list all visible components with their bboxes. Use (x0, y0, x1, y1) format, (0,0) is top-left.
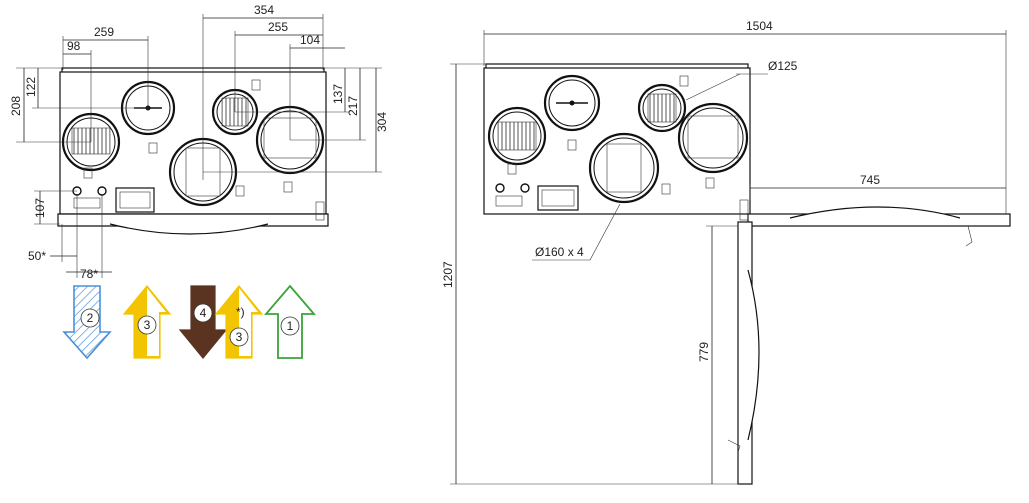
arrow-2-exhaust: 2 (62, 285, 112, 360)
dim-304: 304 (375, 112, 389, 132)
dim-50: 50* (28, 249, 46, 263)
dim-779: 779 (697, 342, 711, 362)
right-port-2 (543, 74, 601, 132)
arrow-3b-label: 3 (236, 330, 243, 344)
left-handle (109, 223, 269, 235)
dim-104: 104 (300, 33, 320, 47)
dim-208: 208 (9, 96, 23, 116)
left-unit-view: 354 259 98 255 104 208 122 137 217 304 1… (9, 3, 389, 281)
dim-217: 217 (346, 96, 360, 116)
arrow-1-outdoor: 1 (264, 284, 316, 359)
arrow-3b-note: *) (236, 305, 245, 319)
label-d160: Ø160 x 4 (535, 245, 584, 259)
arrow-1-label: 1 (287, 319, 294, 333)
dim-255: 255 (268, 20, 288, 34)
dim-98: 98 (67, 39, 81, 53)
left-drain-2 (97, 186, 107, 196)
left-dimensions (16, 14, 382, 278)
right-dimensions (450, 30, 1007, 485)
right-control-box (537, 185, 579, 211)
right-port-5 (588, 132, 660, 204)
dim-1504: 1504 (746, 19, 773, 33)
arrow-2-label: 2 (87, 311, 94, 325)
arrow-3-label: 3 (144, 318, 151, 332)
right-open-door-vertical (727, 221, 760, 485)
dim-1207: 1207 (441, 261, 455, 288)
right-port-3 (637, 83, 687, 133)
dim-745: 745 (860, 173, 880, 187)
left-control-box (115, 187, 155, 213)
label-d125: Ø125 (768, 59, 798, 73)
arrow-4-label: 4 (200, 306, 207, 320)
left-bottom-rail (57, 213, 329, 227)
dim-137: 137 (331, 84, 345, 104)
arrow-3-supply: 3 (122, 285, 172, 359)
right-port-4 (677, 102, 749, 174)
airflow-arrows: 2 3 4 *) 3 1 (62, 284, 316, 360)
arrow-4-extract: 4 (178, 285, 228, 359)
right-unit-view: 1504 745 1207 779 Ø125 Ø160 x 4 (441, 19, 1011, 485)
dim-107: 107 (33, 198, 47, 218)
dim-259: 259 (94, 25, 114, 39)
dim-78: 78* (80, 267, 98, 281)
dim-354: 354 (254, 3, 274, 17)
right-port-1 (487, 106, 547, 166)
dim-122: 122 (24, 77, 38, 97)
right-open-door-horizontal (739, 199, 1011, 247)
arrow-3b-supply: *) 3 (214, 285, 264, 359)
